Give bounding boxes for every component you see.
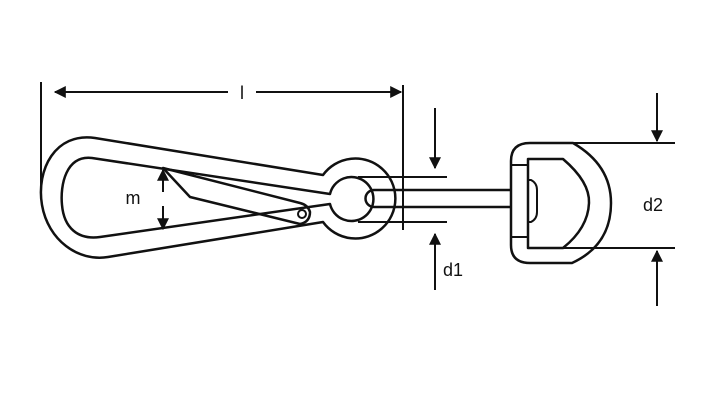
length-dimension: l [40,82,404,230]
shank [358,176,511,223]
spring-gate [161,166,312,226]
opening-dimension: m [126,168,169,231]
opening-label: m [126,188,141,208]
length-label: l [240,83,244,103]
pin-icon [297,209,307,219]
d1-dimension: d1 [429,108,463,290]
hook-body [39,136,397,259]
d2-label: d2 [643,195,663,215]
swivel-eye [509,141,675,265]
d2-dimension: d2 [643,93,663,306]
d1-label: d1 [443,260,463,280]
